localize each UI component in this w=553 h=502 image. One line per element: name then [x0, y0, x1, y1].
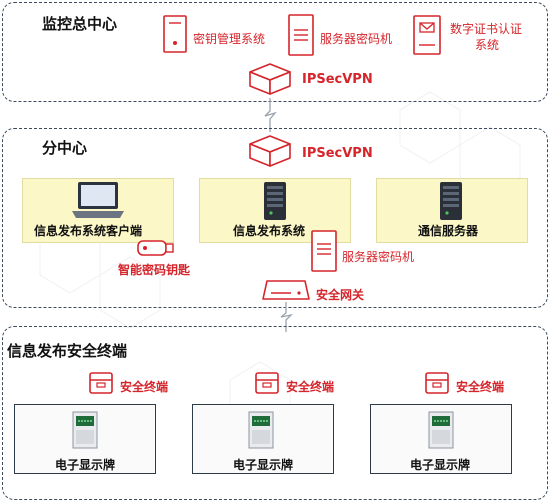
branch-zone	[2, 128, 548, 308]
usb-key-icon	[137, 240, 174, 256]
display-board-icon	[248, 411, 274, 449]
branch-title: 分中心	[42, 139, 88, 157]
security-terminal-label: 安全终端	[456, 380, 505, 394]
client-label: 信息发布系统客户端	[34, 224, 143, 238]
security-terminal-icon	[425, 372, 449, 394]
comm-server-label: 通信服务器	[418, 224, 479, 238]
hq-title: 监控总中心	[42, 15, 118, 33]
hq-crypto-server-label: 服务器密码机	[320, 32, 393, 46]
display-board-icon	[72, 411, 98, 449]
key-management-server-icon	[163, 15, 187, 53]
terminal-title: 信息发布安全终端	[7, 342, 128, 360]
hq-crypto-server-icon	[288, 14, 314, 56]
wan-link-branch-terminals	[280, 302, 293, 332]
security-terminal-label: 安全终端	[120, 380, 169, 394]
security-terminal-label: 安全终端	[286, 380, 335, 394]
display-board-label: 电子显示牌	[410, 458, 471, 472]
key-management-label: 密钥管理系统	[193, 32, 266, 46]
laptop-icon	[72, 182, 124, 218]
publish-server-icon	[264, 182, 286, 220]
display-board-icon	[428, 411, 454, 449]
cert-system-label-line2: 系统	[475, 38, 500, 52]
branch-crypto-server-icon	[311, 230, 337, 272]
display-board-label: 电子显示牌	[55, 458, 116, 472]
security-terminal-icon	[89, 372, 113, 394]
usb-key-label: 智能密码钥匙	[118, 263, 191, 277]
publish-system-label: 信息发布系统	[233, 224, 306, 238]
security-terminal-icon	[255, 372, 279, 394]
wan-link-hq-branch	[264, 98, 277, 132]
branch-vpn-label: IPSecVPN	[302, 146, 373, 161]
security-gateway-icon	[262, 280, 310, 300]
display-board-label: 电子显示牌	[233, 458, 294, 472]
branch-vpn-icon	[249, 135, 291, 167]
comm-server-icon	[440, 182, 462, 220]
hq-zone	[2, 2, 548, 102]
terminal-zone	[2, 326, 548, 500]
hq-vpn-label: IPSecVPN	[302, 72, 373, 87]
cert-authority-server-icon	[413, 15, 441, 55]
security-gateway-label: 安全网关	[316, 288, 365, 302]
hq-vpn-icon	[249, 63, 291, 95]
branch-crypto-server-label: 服务器密码机	[342, 250, 415, 264]
cert-system-label-line1: 数字证书认证	[450, 22, 523, 36]
